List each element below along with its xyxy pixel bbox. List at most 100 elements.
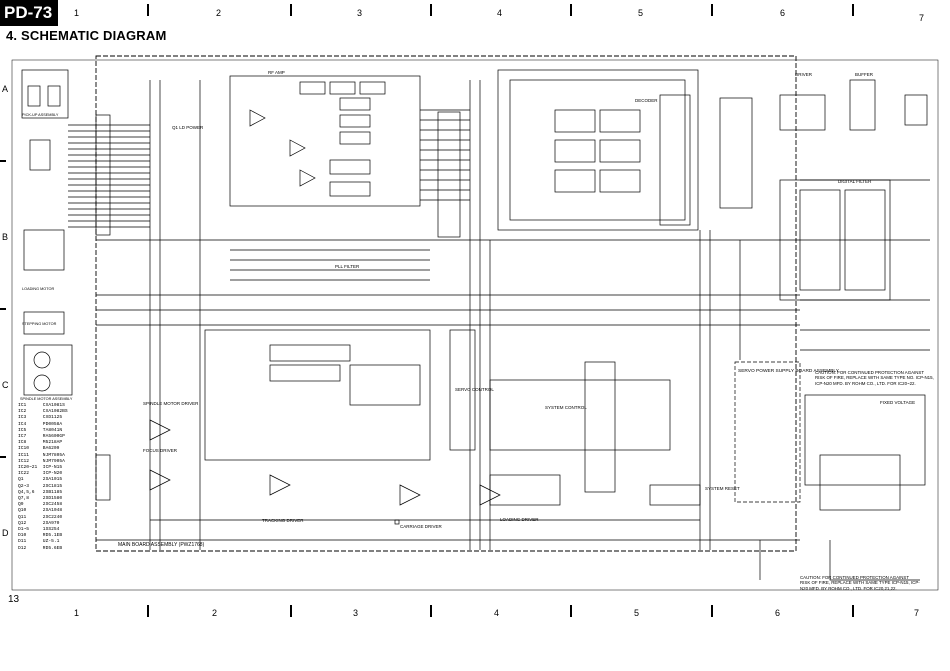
rf-block-8 — [329, 181, 371, 197]
grid-tick — [0, 160, 6, 162]
grid-tick — [852, 605, 854, 617]
part-entry: Q10 2SA1048 — [18, 508, 63, 514]
part-entry: D10 RD5.1EB — [18, 533, 63, 539]
grid-tick — [430, 4, 432, 16]
grid-tick — [147, 605, 149, 617]
label-pll-filter: PLL FILTER — [335, 264, 360, 269]
servo-block-3 — [269, 364, 341, 382]
decoder-clv — [554, 169, 596, 193]
connector-cn1 — [95, 114, 111, 236]
rf-to-servo — [420, 109, 470, 201]
decoder-out — [599, 169, 641, 193]
col-num-6-top: 6 — [780, 8, 786, 18]
rf-amp-ic1 — [229, 75, 421, 207]
label-buffer: BUFFER — [855, 72, 874, 77]
grid-tick — [711, 605, 713, 617]
part-entry: IC3 CXD1125 — [18, 415, 63, 421]
label-system-control: SYSTEM CONTROL — [545, 405, 587, 410]
decoder-efm — [554, 109, 596, 133]
horizontal-bus — [96, 239, 800, 541]
row-letter-a: A — [2, 84, 9, 94]
label-decoder: DECODER — [635, 98, 658, 103]
loading-driver-ic — [489, 474, 561, 506]
part-entry: IC20~21 ICP-N15 — [18, 465, 63, 471]
part-entry: Q12 2SA970 — [18, 520, 60, 526]
page-number: 13 — [8, 594, 20, 605]
grid-tick — [711, 4, 713, 16]
part-entry: Q4,5,6 2SB1185 — [18, 489, 63, 495]
spindle-motor-symbol — [33, 351, 51, 369]
part-entry: Q1 2SA1015 — [18, 477, 63, 483]
part-entry: IC10 BA6209 — [18, 446, 60, 452]
opamps-rf — [249, 109, 316, 187]
col-num-3-top: 3 — [357, 8, 363, 18]
col-num-4-bottom: 4 — [494, 608, 500, 618]
pickup-bus — [68, 124, 150, 228]
psu-regulators — [804, 394, 926, 486]
focus-coil — [47, 85, 61, 107]
grid-tick — [852, 4, 854, 16]
label-main-board: MAIN BOARD ASSEMBLY (PWZ1768) — [118, 542, 205, 548]
label-carriage-driver: CARRIAGE DRIVER — [400, 524, 443, 529]
part-entry: Q7,8 2SD1580 — [18, 496, 63, 502]
col-num-7-top: 7 — [919, 13, 925, 23]
grid-tick — [290, 605, 292, 617]
col-num-6-bottom: 6 — [775, 608, 781, 618]
grid-tick — [430, 605, 432, 617]
label-spindle-driver: SPINDLE MOTOR DRIVER — [143, 401, 199, 406]
part-entry: IC22 ICP-N20 — [18, 471, 63, 477]
loading-motor-symbol — [33, 374, 51, 392]
buffer-ic — [849, 79, 876, 131]
col-num-5-bottom: 5 — [634, 608, 640, 618]
grid-tick — [570, 605, 572, 617]
servo-ic4 — [204, 329, 431, 461]
rf-block-1 — [299, 81, 326, 95]
part-entry: IC8 M5218AP — [18, 440, 63, 446]
rf-block-6 — [339, 131, 371, 145]
part-entry: IC7 RA5600GP — [18, 434, 65, 440]
decoder-box — [497, 69, 699, 231]
system-reset-ic — [649, 484, 701, 506]
part-entry: IC12 NJM7905A — [18, 458, 65, 464]
ic2-servo-connector — [437, 111, 461, 238]
part-entry: IC4 PD0058A — [18, 421, 63, 427]
part-entry: D11 UZ-5.1 — [18, 539, 60, 545]
col-num-1-top: 1 — [74, 8, 80, 18]
part-entry: IC11 NJM7805A — [18, 452, 65, 458]
decoder-pin-table — [719, 97, 753, 209]
part-entry: D1~5 1SS254 — [18, 527, 60, 533]
pickup-assembly-box — [21, 69, 69, 119]
rf-block-2 — [329, 81, 356, 95]
grid-tick — [570, 4, 572, 16]
label-focus-driver: FOCUS DRIVER — [143, 448, 178, 453]
tracking-coil-box — [23, 229, 65, 271]
connector-cn3 — [95, 454, 111, 501]
schematic-frame — [11, 59, 939, 591]
col-num-3-bottom: 3 — [353, 608, 359, 618]
part-entry: IC5 TA8041N — [18, 427, 63, 433]
col-num-2-bottom: 2 — [212, 608, 218, 618]
row-letter-d: D — [2, 528, 9, 538]
label-pickup: PICK-UP ASSEMBLY — [22, 113, 59, 117]
model-tag: PD-73 — [0, 0, 58, 26]
decoder-pins-right — [659, 94, 691, 226]
decoder-ic3 — [509, 79, 686, 221]
system-control-ic — [489, 379, 671, 451]
caution-note-lower: CAUTION: FOR CONTINUED PROTECTION AGAINS… — [800, 575, 920, 591]
part-entry: Q2~3 2SC1815 — [18, 483, 63, 489]
label-servo-psu: SERVO POWER SUPPLY BOARD ASSEMBLY — [738, 368, 840, 374]
col-num-5-top: 5 — [638, 8, 644, 18]
part-entry: IC2 CXA1082BS — [18, 409, 68, 415]
page-title: 4. SCHEMATIC DIAGRAM — [6, 28, 167, 43]
col-num-2-top: 2 — [216, 8, 222, 18]
grid-tick — [147, 4, 149, 16]
output-connector — [904, 94, 928, 126]
label-loading-driver: LOADING DRIVER — [500, 517, 539, 522]
vertical-bus — [149, 80, 741, 550]
part-entry: D12 RD5.6EB — [18, 545, 63, 551]
syscon-pin-table — [584, 361, 616, 493]
row-letter-b: B — [2, 232, 9, 242]
pll-wires — [230, 249, 430, 281]
psu-transformer — [819, 454, 901, 511]
